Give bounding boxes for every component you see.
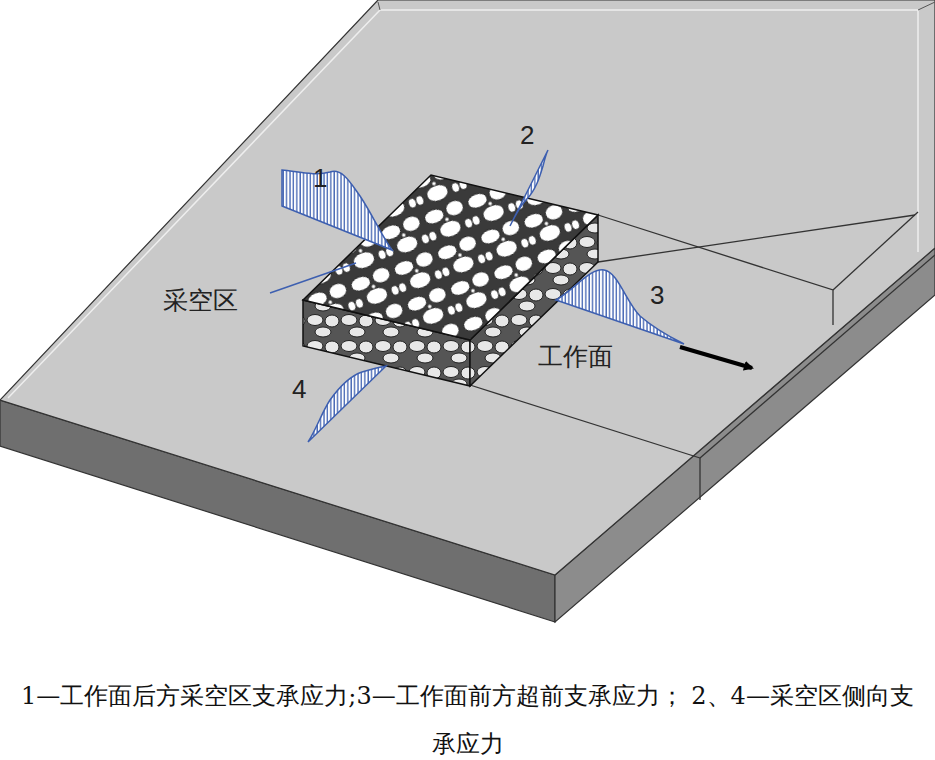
region-label: 工作面	[538, 344, 613, 369]
callout-number: 4	[292, 376, 306, 402]
callout-number: 3	[650, 282, 664, 308]
coal-seam-slab	[0, 0, 935, 622]
advance-arrow	[680, 347, 752, 368]
leader-line	[270, 263, 356, 293]
figure-caption: 1—工作面后方采空区支承应力;3—工作面前方超前支承应力； 2、4—采空区侧向支…	[10, 672, 925, 760]
stress-curves	[282, 150, 684, 442]
region-label: 采空区	[163, 288, 238, 313]
callout-number: 1	[313, 165, 327, 191]
callout-number: 2	[520, 122, 534, 148]
